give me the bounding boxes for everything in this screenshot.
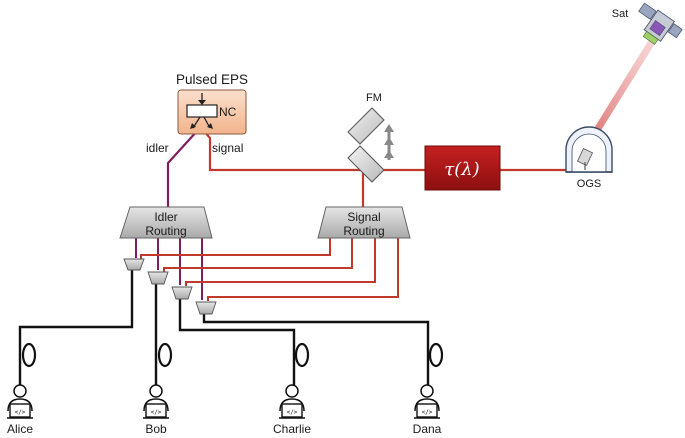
nc-label: NC	[219, 105, 237, 119]
delay-box-icon	[424, 145, 501, 191]
signal-out-3	[185, 238, 376, 286]
svg-text:</>: </>	[151, 409, 162, 416]
svg-text:</>: </>	[15, 409, 26, 416]
idler-routing-label-1: Idler	[154, 210, 177, 224]
user-name: Alice	[7, 422, 33, 436]
ogs-label: OGS	[577, 178, 601, 190]
signal-out-2	[163, 238, 353, 272]
optical-switch-icon	[123, 258, 145, 271]
user-name: Dana	[413, 422, 442, 436]
user-fiber-alice	[18, 270, 134, 385]
delay-label: τ(λ)	[444, 159, 479, 180]
optical-switch-icon	[147, 271, 169, 285]
signal-routing-box	[317, 206, 411, 239]
idler-routing-box	[119, 206, 213, 239]
satellite-icon	[638, 2, 683, 45]
signal-label: signal	[212, 141, 243, 155]
user-name: Charlie	[273, 422, 311, 436]
crystal-source-icon	[177, 89, 247, 135]
fm-label: FM	[366, 92, 382, 104]
user-charlie: </> Charlie	[273, 384, 311, 436]
user-laptop-icon: </>	[143, 384, 169, 419]
optical-switch-icon	[171, 286, 193, 300]
fiber-coil-icon	[428, 342, 444, 368]
user-alice: </> Alice	[7, 384, 33, 436]
fiber-coil-icon	[294, 342, 310, 368]
user-fiber-dana	[202, 314, 430, 385]
user-laptop-icon: </>	[279, 384, 305, 419]
flip-mirror-icon	[347, 107, 394, 183]
svg-text:</>: </>	[287, 409, 298, 416]
fiber-coil-icon	[21, 342, 37, 368]
fiber-coil-icon	[157, 342, 173, 368]
idler-routing-label-2: Routing	[145, 224, 186, 238]
source-title: Pulsed EPS	[176, 72, 248, 87]
signal-routing-label-2: Routing	[343, 224, 384, 238]
user-dana: </> Dana	[413, 384, 442, 436]
idler-fiber-source	[166, 129, 199, 208]
telescope-dome-icon	[565, 126, 613, 173]
user-bob: </> Bob	[143, 384, 169, 436]
user-name: Bob	[145, 422, 167, 436]
svg-text:</>: </>	[422, 409, 433, 416]
signal-routing-label-1: Signal	[347, 210, 380, 224]
signal-out-4	[207, 238, 399, 301]
signal-out-1	[140, 238, 331, 260]
user-laptop-icon: </>	[7, 384, 33, 419]
user-laptop-icon: </>	[414, 384, 440, 419]
laser-beam	[588, 38, 656, 140]
user-fiber-charlie	[178, 299, 296, 385]
sat-label: Sat	[612, 8, 629, 20]
optical-switch-icon	[195, 301, 217, 315]
idler-label: idler	[146, 141, 169, 155]
